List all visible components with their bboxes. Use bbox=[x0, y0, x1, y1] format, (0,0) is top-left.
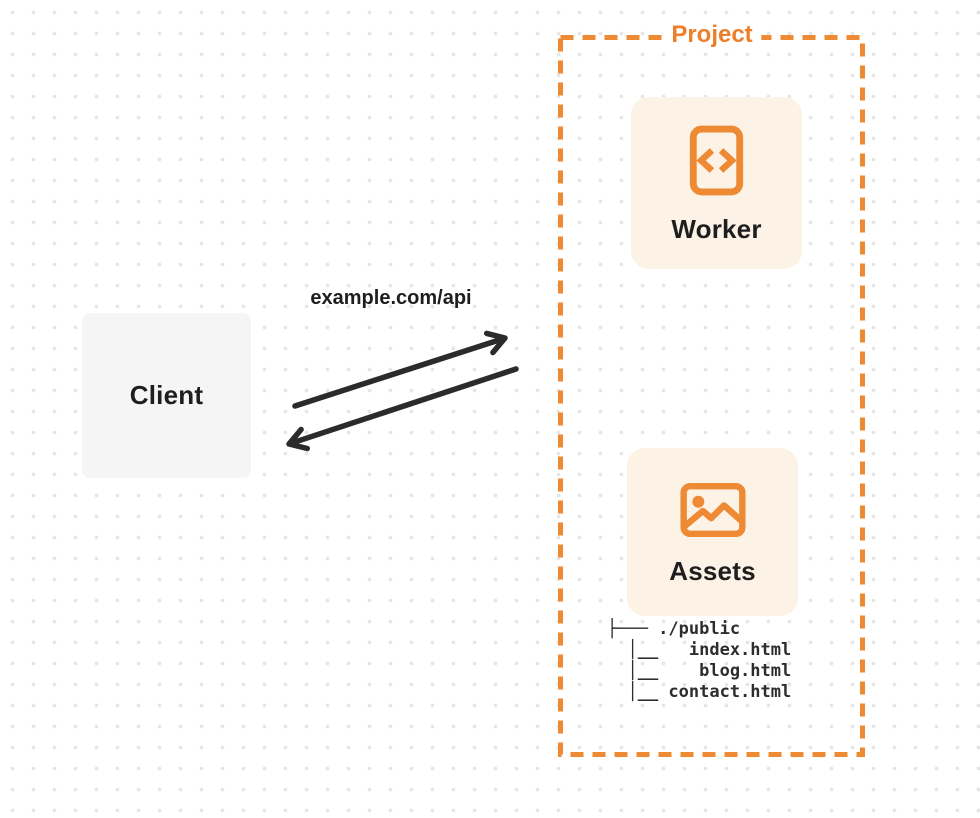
assets-node-label: Assets bbox=[669, 555, 756, 586]
assets-file-tree: ├─── ./public │__ index.html │__ blog.ht… bbox=[607, 619, 791, 703]
project-group-label: Project bbox=[662, 19, 762, 51]
code-file-icon bbox=[689, 125, 744, 196]
client-node: Client bbox=[82, 313, 251, 478]
file-tree-line-index: │__ index.html bbox=[607, 640, 792, 660]
client-node-label: Client bbox=[129, 380, 204, 410]
response-arrowhead-icon bbox=[286, 426, 311, 452]
request-arrowhead-icon bbox=[483, 330, 508, 356]
file-tree-line-blog: │__ blog.html bbox=[607, 661, 792, 681]
response-arrow bbox=[286, 366, 519, 452]
worker-node: Worker bbox=[631, 97, 802, 269]
file-tree-line-contact: │__ contact.html bbox=[607, 682, 792, 702]
image-icon bbox=[679, 482, 746, 538]
request-arrow bbox=[292, 330, 508, 409]
assets-node: Assets bbox=[627, 448, 798, 616]
request-url-label: example.com/api bbox=[310, 287, 472, 309]
worker-node-label: Worker bbox=[671, 214, 762, 244]
file-tree-line-public: ├─── ./public bbox=[607, 619, 741, 639]
